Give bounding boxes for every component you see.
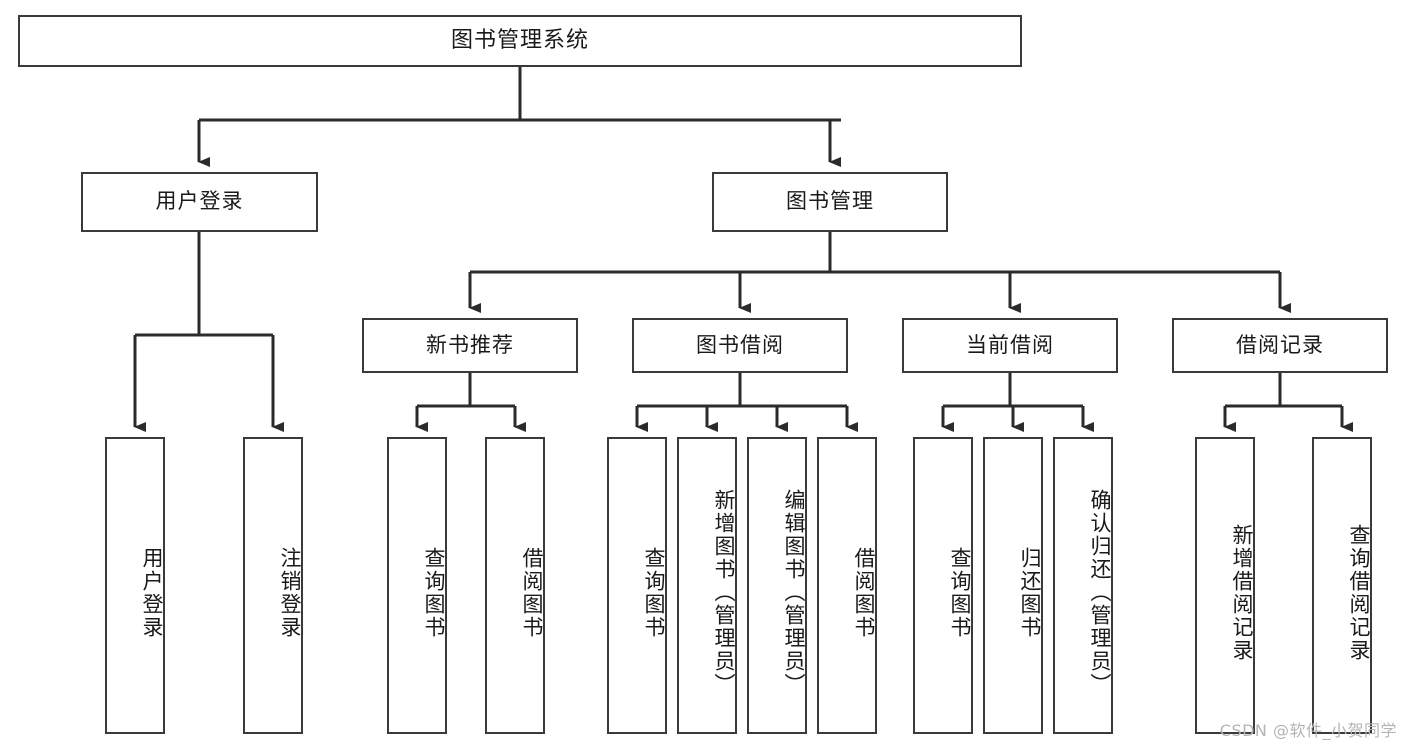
- node-label-current-borrow: 当前借阅: [966, 332, 1054, 357]
- node-label-leaf-rec-query: 查询图书: [422, 546, 446, 639]
- node-leaf-borrow-do[interactable]: 借阅图书: [817, 437, 877, 734]
- node-leaf-rec-add[interactable]: 新增借阅记录: [1195, 437, 1255, 734]
- node-label-leaf-borrow-edit: 编辑图书（管理员）: [782, 489, 806, 696]
- node-label-leaf-borrow-query: 查询图书: [642, 546, 666, 639]
- node-label-leaf-user-login: 用户登录: [140, 546, 164, 639]
- node-label-root: 图书管理系统: [450, 27, 589, 53]
- node-label-leaf-rec-add: 新增借阅记录: [1230, 523, 1254, 662]
- node-label-borrow-record: 借阅记录: [1236, 332, 1324, 357]
- node-label-leaf-cur-return: 归还图书: [1018, 546, 1042, 639]
- node-leaf-borrow-query[interactable]: 查询图书: [607, 437, 667, 734]
- node-label-book-manage: 图书管理: [786, 189, 874, 214]
- node-label-new-book-rec: 新书推荐: [426, 332, 514, 357]
- node-leaf-borrow-add[interactable]: 新增图书（管理员）: [677, 437, 737, 734]
- node-leaf-cur-confirm[interactable]: 确认归还（管理员）: [1053, 437, 1113, 734]
- node-current-borrow[interactable]: 当前借阅: [902, 318, 1118, 373]
- node-leaf-rec-query[interactable]: 查询图书: [387, 437, 447, 734]
- node-book-borrow[interactable]: 图书借阅: [632, 318, 848, 373]
- node-label-leaf-cur-confirm: 确认归还（管理员）: [1088, 489, 1112, 696]
- node-label-leaf-rec-borrow: 借阅图书: [520, 546, 544, 639]
- node-leaf-cur-return[interactable]: 归还图书: [983, 437, 1043, 734]
- node-label-leaf-borrow-add: 新增图书（管理员）: [712, 489, 736, 696]
- node-label-book-borrow: 图书借阅: [696, 332, 784, 357]
- node-leaf-rec-search[interactable]: 查询借阅记录: [1312, 437, 1372, 734]
- node-label-leaf-rec-search: 查询借阅记录: [1347, 523, 1371, 662]
- node-label-user-login: 用户登录: [155, 189, 244, 214]
- node-leaf-borrow-edit[interactable]: 编辑图书（管理员）: [747, 437, 807, 734]
- node-leaf-user-logout[interactable]: 注销登录: [243, 437, 303, 734]
- node-leaf-cur-query[interactable]: 查询图书: [913, 437, 973, 734]
- node-book-manage[interactable]: 图书管理: [712, 172, 948, 232]
- node-label-leaf-borrow-do: 借阅图书: [852, 546, 876, 639]
- node-leaf-user-login[interactable]: 用户登录: [105, 437, 165, 734]
- node-label-leaf-user-logout: 注销登录: [278, 546, 302, 639]
- node-root[interactable]: 图书管理系统: [18, 15, 1022, 67]
- node-borrow-record[interactable]: 借阅记录: [1172, 318, 1388, 373]
- node-user-login[interactable]: 用户登录: [81, 172, 318, 232]
- node-label-leaf-cur-query: 查询图书: [948, 546, 972, 639]
- node-leaf-rec-borrow[interactable]: 借阅图书: [485, 437, 545, 734]
- node-new-book-rec[interactable]: 新书推荐: [362, 318, 578, 373]
